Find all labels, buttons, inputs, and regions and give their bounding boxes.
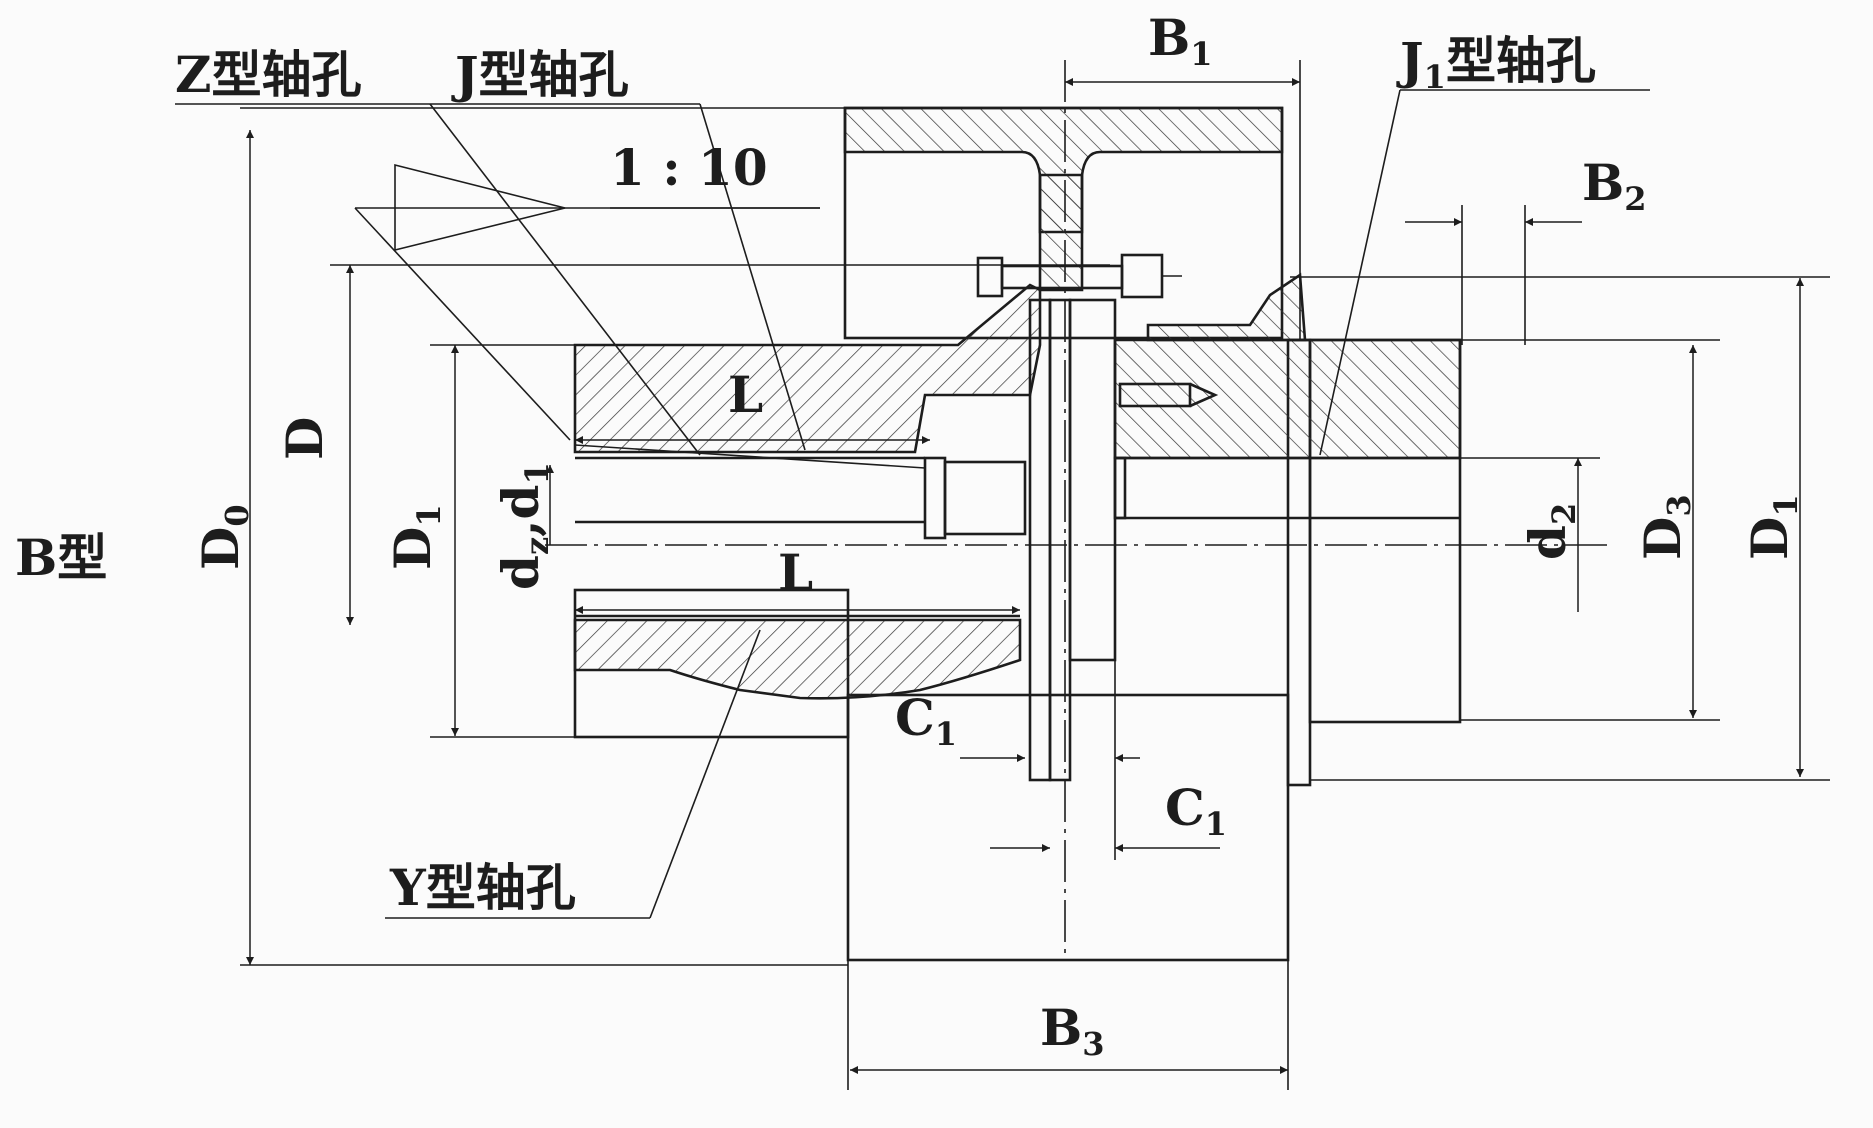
dim-b3: B3	[1040, 998, 1105, 1063]
j-bore-label: J型轴孔	[451, 45, 629, 104]
taper-symbol	[394, 163, 566, 252]
top-flange-outline	[843, 106, 1284, 340]
center-plates	[1028, 298, 1127, 782]
dim-l-top: L	[728, 365, 763, 424]
dimension-lines	[240, 60, 1830, 1090]
text-labels: B型 Z型轴孔 J型轴孔 1 : 10 J1型轴孔 Y型轴孔 D0 D D1 d…	[15, 8, 1805, 1063]
leader-lines	[175, 89, 1650, 919]
type-b-label: B型	[15, 528, 107, 587]
z-bore-label: Z型轴孔	[175, 45, 362, 104]
flange-web	[1038, 173, 1084, 292]
dim-d1-right: D1	[1740, 494, 1805, 560]
right-hub-upper-section	[1113, 338, 1462, 460]
dim-d1-left: D1	[383, 504, 448, 570]
bolt	[976, 253, 1182, 299]
dim-d: D	[275, 417, 334, 460]
outer-sleeve-lower	[846, 693, 1290, 962]
dim-b2: B2	[1582, 153, 1647, 218]
j1-bore-label: J1型轴孔	[1396, 31, 1596, 96]
dim-c1-lower: C1	[1165, 778, 1227, 843]
dim-d3: D3	[1633, 494, 1698, 560]
dim-d2: d2	[1518, 503, 1583, 560]
dim-c1-upper: C1	[895, 688, 957, 753]
left-hub-lower-section	[573, 618, 1022, 700]
dim-d0: D0	[191, 504, 256, 570]
y-bore-label: Y型轴孔	[389, 858, 576, 917]
dim-l-bottom: L	[778, 543, 813, 602]
taper-ratio-label: 1 : 10	[610, 138, 768, 197]
dim-dz-d1: dz,d1	[491, 462, 556, 590]
dim-b1: B1	[1148, 8, 1213, 73]
coupling-body	[573, 338, 1462, 962]
shaft-bores	[574, 382, 1460, 618]
left-hub-upper-section	[573, 283, 1042, 454]
